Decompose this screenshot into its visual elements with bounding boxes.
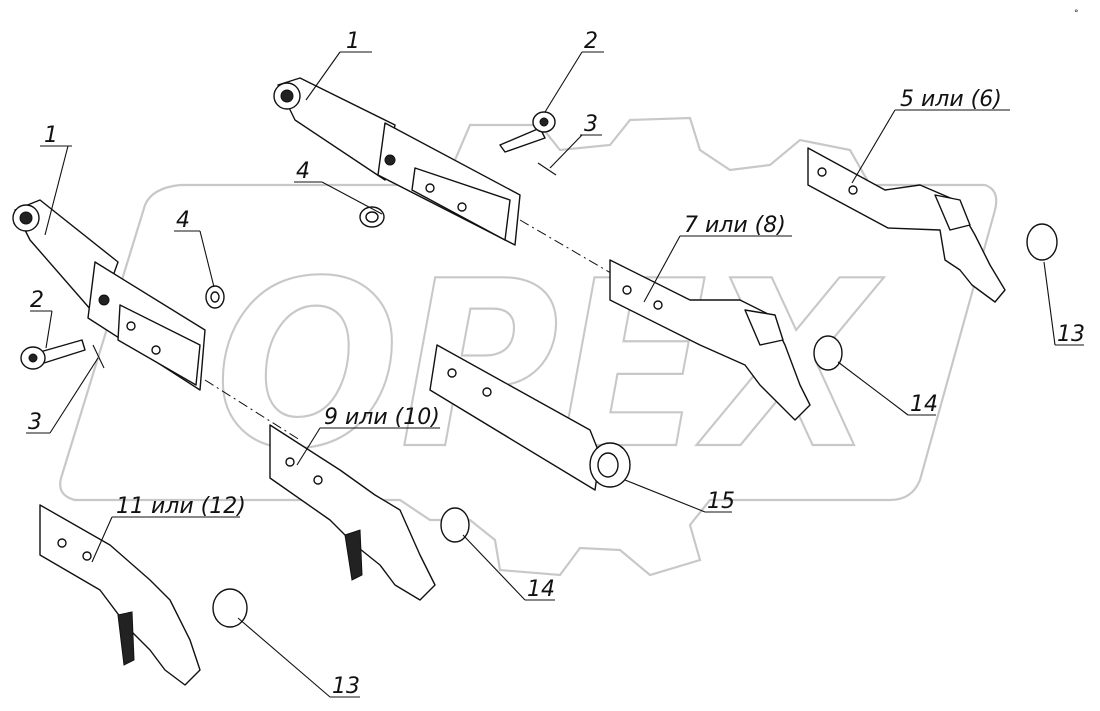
part-3-cotter-lower — [92, 344, 105, 369]
callout-13-left: 13 — [332, 674, 360, 699]
callout-9-or-10: 9 или (10) — [324, 405, 440, 430]
callout-14-left: 14 — [527, 577, 555, 602]
leader-lines — [26, 51, 1084, 698]
part-13-ball-left — [212, 588, 248, 628]
callout-13-right: 13 — [1057, 322, 1085, 347]
callout-7-or-8: 7 или (8) — [684, 213, 786, 238]
part-2-pin-upper — [499, 111, 556, 153]
part-7-hook — [609, 259, 811, 421]
part-2-pin-lower — [20, 339, 86, 370]
part-14-ball-left — [440, 507, 470, 543]
callout-1-lower: 1 — [44, 123, 58, 148]
part-15-link — [429, 344, 631, 491]
callout-2-upper: 2 — [584, 29, 598, 54]
part-11-hook — [39, 504, 201, 686]
part-4-nut-upper — [359, 206, 385, 228]
part-5-hook — [807, 147, 1006, 303]
callout-14-right: 14 — [910, 392, 938, 417]
part-13-ball-right — [1026, 223, 1058, 261]
callout-4-lower: 4 — [176, 208, 190, 233]
part-1-lower-arm — [12, 199, 206, 391]
callout-2-lower: 2 — [30, 288, 44, 313]
callout-15: 15 — [707, 489, 735, 514]
callout-3-upper: 3 — [584, 112, 598, 137]
part-1-upper-arm — [273, 77, 521, 246]
callout-11-or-12: 11 или (12) — [116, 494, 246, 519]
callout-1-upper: 1 — [346, 29, 360, 54]
part-14-ball-right — [813, 335, 843, 371]
callout-3-lower: 3 — [28, 410, 42, 435]
part-4-nut-lower — [205, 285, 225, 309]
part-9-hook — [269, 424, 436, 601]
corner-mark: ° — [1074, 9, 1079, 19]
watermark-gear-outline — [59, 116, 998, 577]
callout-4-upper: 4 — [296, 159, 310, 184]
part-3-cotter-upper — [537, 162, 557, 176]
callout-5-or-6: 5 или (6) — [900, 87, 1002, 112]
